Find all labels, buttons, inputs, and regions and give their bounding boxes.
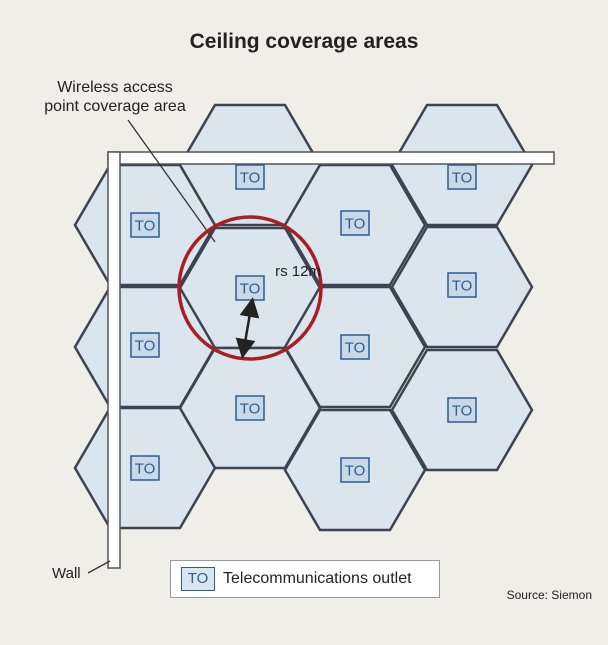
telecom-outlet: TO [340,210,370,236]
outlet-box [340,210,370,236]
telecom-outlet: TO [235,395,265,421]
radius-arrow [235,297,260,359]
telecom-outlet: TO [235,275,265,301]
telecom-outlet: TO [447,164,477,190]
outlet-box [130,332,160,358]
outlet-box [235,164,265,190]
outlet-label: TO [452,403,473,420]
telecom-outlet: TO [447,397,477,423]
diagram-title: Ceiling coverage areas [189,30,419,53]
outlet-label: TO [240,281,261,298]
outlet-box [447,272,477,298]
wall-vertical [107,151,121,569]
telecom-outlet: TO [130,332,160,358]
outlet-box [447,164,477,190]
legend: TO Telecommunications outlet [170,560,440,598]
outlet-label: TO [135,218,156,235]
outlet-label: TO [240,401,261,418]
wall-label: Wall [52,565,81,582]
outlet-box [235,395,265,421]
telecom-outlet: TO [340,457,370,483]
telecom-outlet: TO [235,164,265,190]
wall-horizontal [107,151,555,165]
outlet-label: TO [135,461,156,478]
radius-label: rs 12m [275,263,321,280]
coverage-circle [177,215,323,361]
telecom-outlet: TO [447,272,477,298]
telecom-outlet: TO [340,334,370,360]
telecom-outlet: TO [130,212,160,238]
outlet-markers: TO TO TO TO TO TO TO TO TO TO TO TO [130,164,477,483]
legend-text: Telecommunications outlet [223,570,412,587]
outlet-box [340,457,370,483]
outlet-label: TO [452,278,473,295]
outlet-label: TO [345,463,366,480]
outlet-box [340,334,370,360]
outlet-box [447,397,477,423]
outlet-label: TO [240,170,261,187]
outlet-box [130,212,160,238]
outlet-label: TO [345,216,366,233]
outlet-label: TO [452,170,473,187]
callout-line [127,119,216,243]
coverage-callout-label: Wireless access point coverage area [44,79,186,115]
wall-pointer-line [87,560,111,574]
telecom-outlet: TO [130,455,160,481]
outlet-legend-icon: TO [181,567,215,591]
outlet-label: TO [135,338,156,355]
outlet-label: TO [345,340,366,357]
source-credit: Source: Siemon [506,588,592,602]
outlet-box [130,455,160,481]
